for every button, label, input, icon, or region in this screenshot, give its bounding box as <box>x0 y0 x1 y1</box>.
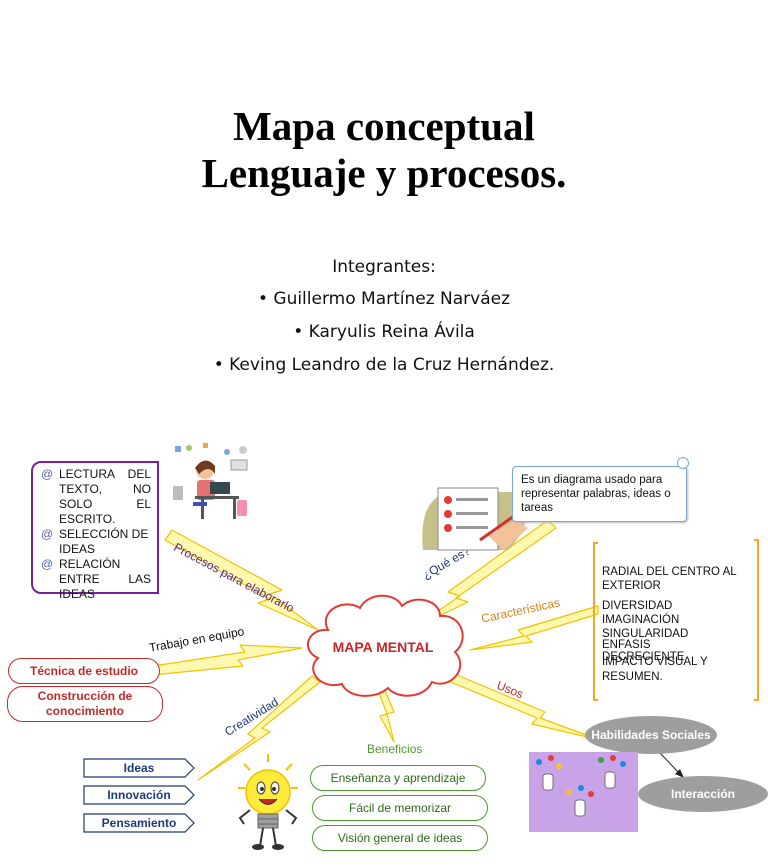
lightning-connector <box>469 605 599 651</box>
creatividad-item: Innovación <box>83 785 195 805</box>
caracteristica-line: SINGULARIDAD <box>602 628 689 640</box>
beneficio-item: Fácil de memorizar <box>312 795 488 821</box>
list-item: @ LECTURA DEL TEXTO, NO SOLO EL ESCRITO. <box>41 467 151 527</box>
usos-item-habilidades: Habilidades Sociales <box>585 716 717 754</box>
member-name: Guillermo Martínez Narváez <box>273 289 511 309</box>
procesos-item: LECTURA DEL TEXTO, NO SOLO EL ESCRITO. <box>59 467 151 526</box>
beneficio-item: Visión general de ideas <box>312 825 488 851</box>
list-item: @ RELACIÓN ENTRE LAS IDEAS <box>41 557 151 602</box>
beneficio-item: Enseñanza y aprendizaje <box>310 765 486 791</box>
title-line-2: Lenguaje y procesos. <box>201 150 567 196</box>
procesos-item: SELECCIÓN DE IDEAS <box>59 527 149 556</box>
lightbulb-character-icon <box>238 754 298 850</box>
caracteristica-line: DECRECIENTE <box>602 651 685 663</box>
creatividad-label: Innovación <box>107 788 171 802</box>
lightning-connector <box>164 529 319 631</box>
bullet-icon: @ <box>41 557 54 571</box>
procesos-item: RELACIÓN ENTRE LAS IDEAS <box>59 557 151 601</box>
lightning-connector <box>445 671 601 741</box>
member-item: • Keving Leandro de la Cruz Hernández. <box>213 355 555 375</box>
scroll-curl-icon <box>677 457 689 469</box>
creatividad-item: Pensamiento <box>83 813 195 833</box>
procesos-box: @LECTURA DEL TEXTO, NO SOLO EL ESCRITO. … <box>31 461 159 601</box>
bullet-icon: @ <box>41 467 54 481</box>
lightning-connector <box>377 687 395 743</box>
usos-item-interaccion: Interacción <box>638 776 768 812</box>
que-es-text: Es un diagrama usado para representar pa… <box>521 474 671 514</box>
branch-label-beneficios: Beneficios <box>367 742 423 756</box>
trabajo-item-construccion: Construcción de conocimiento <box>7 686 163 722</box>
member-item: • Karyulis Reina Ávila <box>293 322 475 342</box>
caracteristica-line: IMAGINACIÓN <box>602 614 680 626</box>
member-name: Karyulis Reina Ávila <box>308 322 475 342</box>
member-name: Keving Leandro de la Cruz Hernández. <box>229 355 555 375</box>
arrow-box-shape <box>83 785 195 805</box>
arrow-box-shape <box>83 758 195 778</box>
title-line-1: Mapa conceptual <box>233 103 535 149</box>
caracteristica-line: RADIAL DEL CENTRO AL EXTERIOR <box>602 566 737 592</box>
member-item: • Guillermo Martínez Narváez <box>257 289 511 309</box>
center-label: MAPA MENTAL <box>332 639 434 655</box>
caracteristica-line: IMPACTO VISUAL Y <box>602 656 708 668</box>
caracteristicas-text: RADIAL DEL CENTRO AL EXTERIOR <box>602 565 752 593</box>
list-item: @ SELECCIÓN DE IDEAS <box>41 527 151 557</box>
caracteristica-line: DIVERSIDAD <box>602 600 673 612</box>
hands-network-illustration <box>529 752 638 832</box>
members-label: Integrantes: <box>332 257 436 277</box>
caracteristica-line: ENFASIS <box>602 639 651 651</box>
checklist-illustration <box>422 487 528 551</box>
caracteristica-line: RESUMEN. <box>602 671 663 683</box>
mind-map-connectors <box>139 519 759 781</box>
creatividad-label: Ideas <box>123 761 155 775</box>
que-es-box: Es un diagrama usado para representar pa… <box>512 466 687 522</box>
creatividad-item: Ideas <box>83 758 195 778</box>
student-desk-illustration <box>173 443 248 519</box>
arrow-box-shape <box>83 813 195 833</box>
bullet-icon: @ <box>41 527 54 541</box>
center-cloud <box>306 594 464 697</box>
trabajo-item-tecnica: Técnica de estudio <box>8 658 160 684</box>
lightning-connector <box>197 675 321 781</box>
creatividad-label: Pensamiento <box>101 816 177 830</box>
